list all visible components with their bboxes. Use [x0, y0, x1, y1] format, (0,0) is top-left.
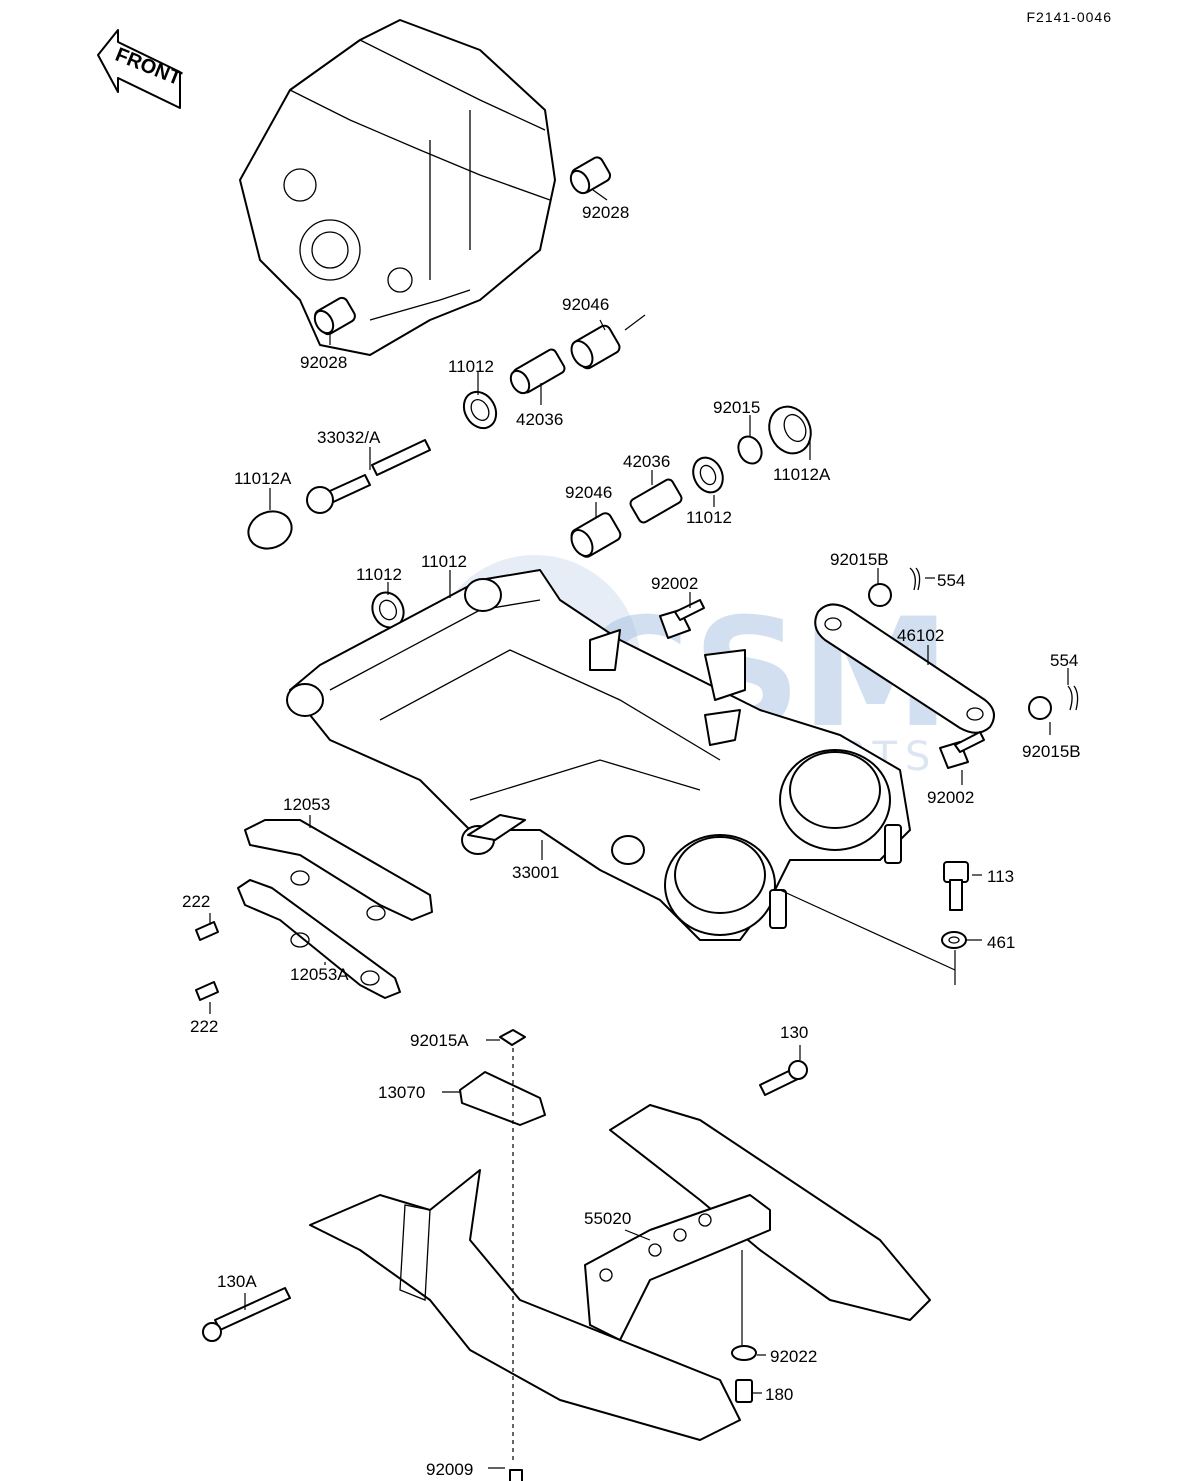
label-130A: 130A: [217, 1272, 257, 1291]
label-180: 180: [765, 1385, 793, 1404]
front-arrow-icon: FRONT: [97, 29, 184, 109]
bushing-92028-bottom: [313, 296, 356, 336]
label-92028-top: 92028: [582, 203, 629, 222]
washer-92022: [731, 1345, 757, 1361]
label-11012A-left: 11012A: [234, 469, 292, 488]
collar-42036-a: [509, 348, 566, 395]
chain-guard-55020: [309, 1104, 931, 1441]
needle-bearing-92046-b: [570, 512, 622, 558]
label-11012-a: 11012: [448, 357, 494, 376]
label-11012-b: 11012: [686, 508, 732, 527]
diagram-code: F2141-0046: [1026, 9, 1112, 25]
label-55020: 55020: [584, 1209, 631, 1228]
collar-42036-b: [629, 478, 683, 524]
screw-222-b: [195, 981, 219, 1001]
engine-crankcase: [239, 19, 556, 356]
bolt-92002-a: [659, 599, 705, 639]
label-11012A-right: 11012A: [773, 465, 831, 484]
label-222-a: 222: [182, 892, 210, 911]
chain-guide-12053A: [237, 879, 401, 999]
label-92028-bottom: 92028: [300, 353, 347, 372]
bushing-92028-top: [569, 156, 612, 195]
nut-92015B-b: [1028, 696, 1052, 720]
label-46102: 46102: [897, 626, 944, 645]
label-554-a: 554: [937, 571, 965, 590]
bolt-130A: [202, 1287, 291, 1342]
part-labels: 92028 92028 92046 11012 42036 33032/A 11…: [182, 203, 1081, 1479]
label-222-b: 222: [190, 1017, 218, 1036]
label-33032: 33032/A: [317, 428, 381, 447]
label-92046-top: 92046: [562, 295, 609, 314]
leader-lines: [209, 189, 1069, 1469]
cotter-pin-554-a: [909, 567, 921, 591]
label-42036-b: 42036: [623, 452, 670, 471]
chain-guide-12053: [244, 819, 433, 921]
label-33001: 33001: [512, 863, 559, 882]
label-92002-a: 92002: [651, 574, 698, 593]
label-113: 113: [987, 867, 1014, 886]
washer-461: [941, 931, 967, 949]
seal-11012-a: [462, 390, 498, 430]
seal-11012-b: [692, 456, 724, 494]
label-42036-a: 42036: [516, 410, 563, 429]
swingarm-33001: [286, 569, 911, 941]
label-11012-d: 11012: [421, 552, 467, 571]
cap-11012A-right: [768, 405, 812, 455]
block-13070: [459, 1071, 546, 1126]
label-92015: 92015: [713, 398, 760, 417]
label-12053A: 12053A: [290, 965, 349, 984]
label-12053: 12053: [283, 795, 330, 814]
cap-11012A-left: [247, 510, 293, 550]
screw-222-a: [195, 921, 219, 941]
label-92015A: 92015A: [410, 1031, 469, 1050]
washer-92015: [737, 435, 763, 465]
tie-rod-46102: [814, 603, 995, 734]
bolt-180: [735, 1379, 753, 1403]
bolt-113: [943, 861, 969, 911]
cotter-pin-554-b: [1067, 685, 1079, 711]
label-130: 130: [780, 1023, 808, 1042]
label-92002-b: 92002: [927, 788, 974, 807]
nut-92015A: [499, 1029, 526, 1046]
label-92046-b: 92046: [565, 483, 612, 502]
label-554-b: 554: [1050, 651, 1078, 670]
pivot-shaft-33032: [306, 439, 431, 514]
label-13070: 13070: [378, 1083, 425, 1102]
needle-bearing-92046-top: [570, 324, 621, 370]
nut-92015B-a: [868, 583, 892, 607]
label-92015B-b: 92015B: [1022, 742, 1081, 761]
label-11012-c: 11012: [356, 565, 402, 584]
bolt-92002-b: [939, 731, 985, 769]
label-461: 461: [987, 933, 1015, 952]
label-92009: 92009: [426, 1460, 473, 1479]
bolt-130: [759, 1060, 808, 1096]
screw-92009: [509, 1469, 523, 1481]
label-92015B-a: 92015B: [830, 550, 889, 569]
label-92022: 92022: [770, 1347, 817, 1366]
